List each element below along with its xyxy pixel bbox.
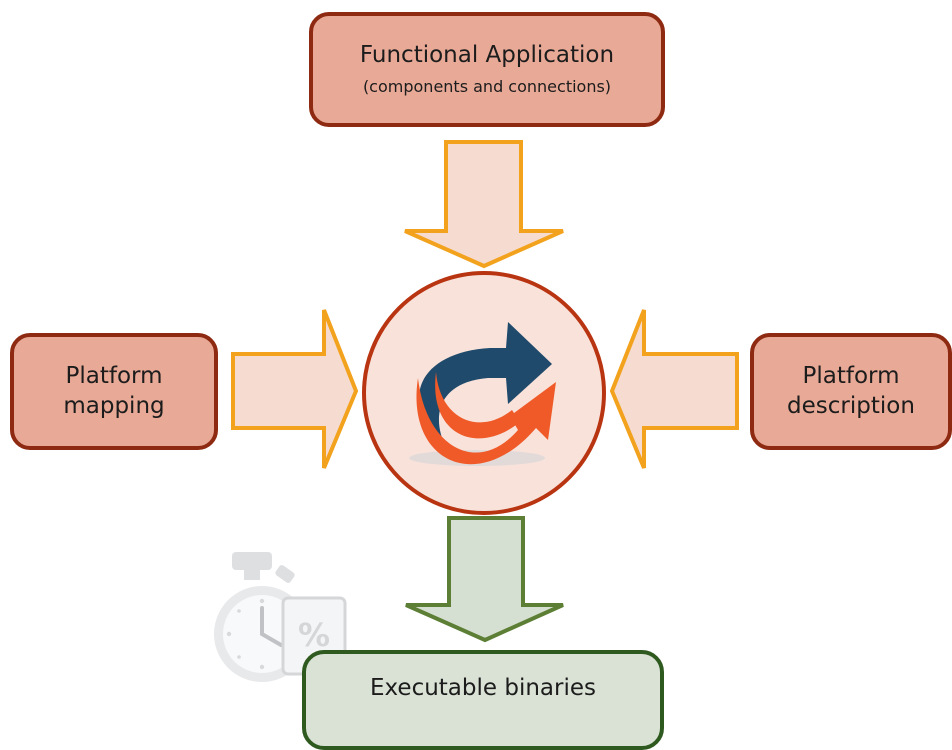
center-process-circle (362, 271, 606, 515)
arrow-from-platform-mapping (231, 309, 359, 469)
platform-description-box: Platform description (750, 333, 952, 450)
functional-application-box: Functional Application (components and c… (309, 12, 665, 127)
executable-binaries-title: Executable binaries (369, 675, 596, 702)
arrow-from-platform-description (609, 309, 739, 469)
svg-text:%: % (298, 616, 330, 654)
cycle-arrows-icon (409, 322, 556, 466)
executable-binaries-box: Executable binaries (302, 650, 664, 750)
platform-description-line1: Platform (802, 362, 900, 389)
platform-mapping-line1: Platform (65, 362, 163, 389)
arrow-to-executable-binaries (405, 516, 564, 643)
platform-mapping-line2: mapping (63, 392, 165, 419)
functional-application-title: Functional Application (359, 42, 615, 69)
functional-application-subtitle: (components and connections) (362, 77, 612, 97)
arrow-from-functional-application (404, 140, 564, 269)
platform-mapping-box: Platform mapping (10, 333, 218, 450)
platform-description-line2: description (787, 392, 915, 419)
diagram-layer (231, 140, 739, 643)
